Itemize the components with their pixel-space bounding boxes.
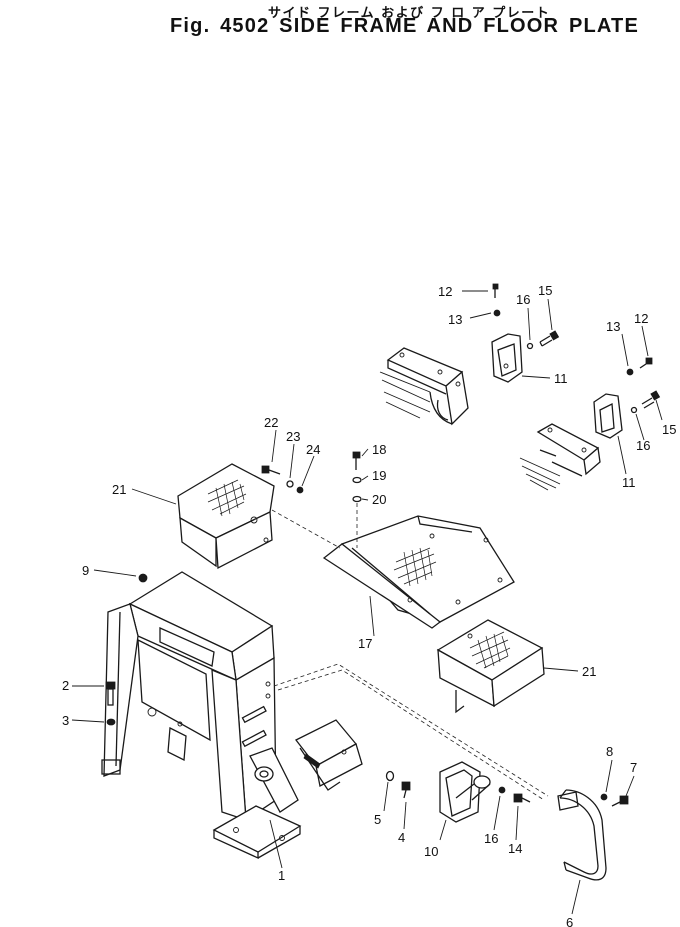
callout-3: 3 [62, 713, 69, 728]
callout-13-left: 13 [448, 312, 462, 327]
callout-13-right: 13 [606, 319, 620, 334]
washer-8 [600, 793, 608, 801]
callout-11-right: 11 [622, 475, 636, 490]
bolt-14 [513, 793, 531, 803]
callout-4: 4 [398, 830, 405, 845]
washer-19 [352, 476, 362, 484]
upper-bracket-assembly-right [519, 423, 601, 491]
callout-15-right: 15 [662, 422, 676, 437]
leader-lines [71, 290, 663, 915]
washer-3 [106, 718, 116, 726]
washer-13-left [493, 309, 501, 317]
callout-20: 20 [372, 492, 386, 507]
bolt-7 [611, 795, 629, 807]
callout-19: 19 [372, 468, 386, 483]
callout-14: 14 [508, 841, 522, 856]
cover-21-lower [436, 619, 545, 714]
callout-6: 6 [566, 915, 573, 927]
upper-bracket-assembly-left [379, 347, 469, 426]
floor-plate-17 [322, 515, 515, 629]
callout-9: 9 [82, 563, 89, 578]
callout-1: 1 [278, 868, 285, 883]
cover-21-upper [177, 463, 275, 570]
washer-16-right [630, 406, 638, 414]
callout-12-left: 12 [438, 284, 452, 299]
hinge-bracket-10 [439, 761, 491, 823]
bolt-2 [105, 681, 116, 706]
bracket-plate-11-right [593, 393, 623, 439]
callout-21-upper: 21 [112, 482, 126, 497]
lower-bracket [295, 719, 363, 791]
rod-6 [557, 789, 607, 881]
bolt-4 [401, 781, 411, 799]
callout-2: 2 [62, 678, 69, 693]
bolt-15-left [539, 330, 560, 347]
callout-24: 24 [306, 442, 320, 457]
callout-18: 18 [372, 442, 386, 457]
washer-16-left [526, 342, 534, 350]
washer-5 [385, 770, 395, 782]
floor-plate-mesh [393, 547, 437, 587]
callout-7: 7 [630, 760, 637, 775]
bracket-plate-11-left [491, 333, 523, 383]
callout-17: 17 [358, 636, 372, 651]
side-frame-1 [101, 571, 302, 860]
callout-16-lower: 16 [484, 831, 498, 846]
figure-title: Fig. 4502 SIDE FRAME AND FLOOR PLATE [170, 15, 640, 37]
bolt-12-left [492, 283, 499, 298]
washer-16-lower [498, 786, 506, 794]
washer-23 [286, 480, 294, 488]
bolt-9 [138, 573, 148, 583]
callout-5: 5 [374, 812, 381, 827]
washer-24 [296, 486, 304, 494]
callout-23: 23 [286, 429, 300, 444]
callout-labels: 12 13 16 15 11 13 12 16 15 11 22 23 24 1… [62, 283, 676, 927]
callout-12-right: 12 [634, 311, 648, 326]
callout-11-left: 11 [554, 371, 568, 386]
callout-22: 22 [264, 415, 278, 430]
bolt-18 [352, 451, 361, 470]
callout-15-left: 15 [538, 283, 552, 298]
callout-21-lower: 21 [582, 664, 596, 679]
bolt-12-right [639, 357, 653, 369]
figure-title-japanese: サイド フレーム および フ ロ ア プレート [268, 6, 551, 21]
washer-20 [352, 495, 362, 503]
washer-13-right [626, 368, 634, 376]
callout-16-left: 16 [516, 292, 530, 307]
callout-10: 10 [424, 844, 438, 859]
callout-8: 8 [606, 744, 613, 759]
bolt-22 [261, 465, 281, 475]
callout-16-right: 16 [636, 438, 650, 453]
bolt-15-right [641, 390, 661, 409]
